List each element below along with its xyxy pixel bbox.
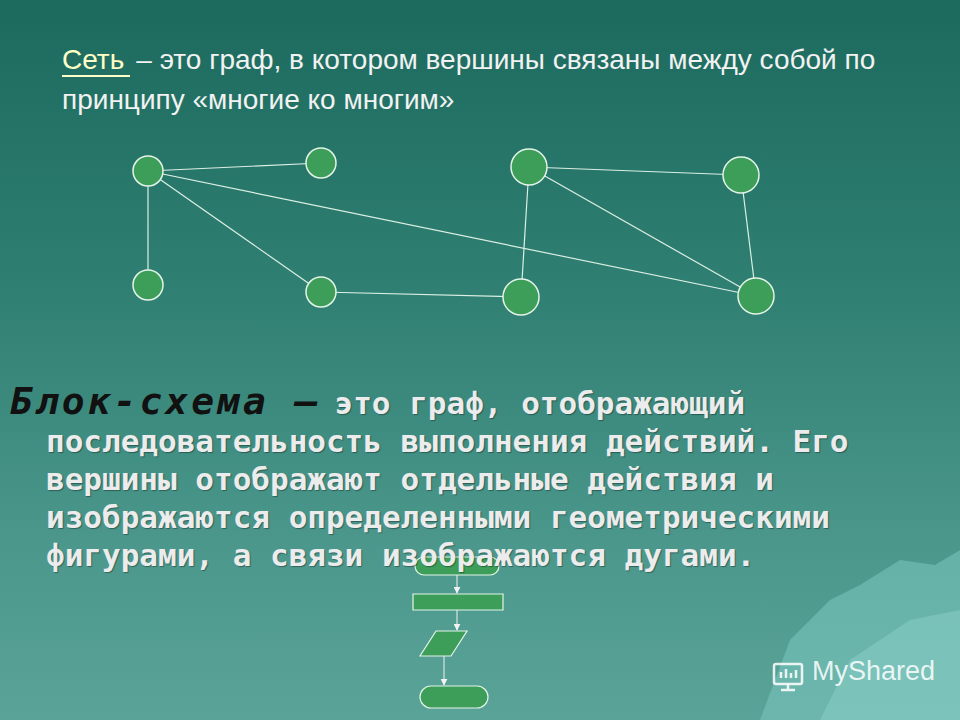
watermark-text: MyShared: [812, 656, 935, 686]
watermark-icon: [774, 664, 802, 690]
process-box: [413, 594, 503, 610]
network-graph: [133, 148, 774, 315]
flow-arrow: [457, 575, 458, 593]
graph-vertex: [133, 270, 163, 300]
flow-arrow: [444, 656, 445, 685]
term-heading: Сеть: [62, 44, 130, 77]
term-heading: Блок-схема –: [10, 379, 321, 423]
flow-arrow: [457, 610, 458, 630]
graph-vertex: [511, 149, 547, 185]
mountain-shape: [760, 550, 960, 720]
graph-line: [148, 171, 756, 296]
graph-line: [321, 292, 521, 297]
title-line: Сеть– это граф, в котором вершины связан…: [62, 40, 902, 120]
graph-line: [147, 171, 148, 285]
icon-frame: [774, 664, 802, 684]
graph-line: [529, 167, 756, 296]
definition-text: Блок-схема –это граф, отображающий после…: [10, 382, 900, 574]
terminator-shape: [420, 686, 488, 708]
io-parallelogram: [420, 631, 467, 656]
graph-vertex: [133, 156, 163, 186]
icon-bars: [781, 669, 796, 678]
graph-vertex: [738, 278, 774, 314]
graph-vertex: [723, 157, 759, 193]
graph-line: [529, 167, 741, 175]
graph-line: [148, 163, 321, 171]
icon-stand: [781, 684, 795, 690]
graph-vertex: [306, 148, 336, 178]
definition-text: – это граф, в котором вершины связаны ме…: [62, 44, 875, 115]
graph-vertex: [503, 279, 539, 315]
graph-line: [521, 167, 529, 297]
flowchart-figure: [413, 557, 503, 708]
graph-vertex: [306, 277, 336, 307]
watermark: MyShared: [812, 656, 935, 687]
